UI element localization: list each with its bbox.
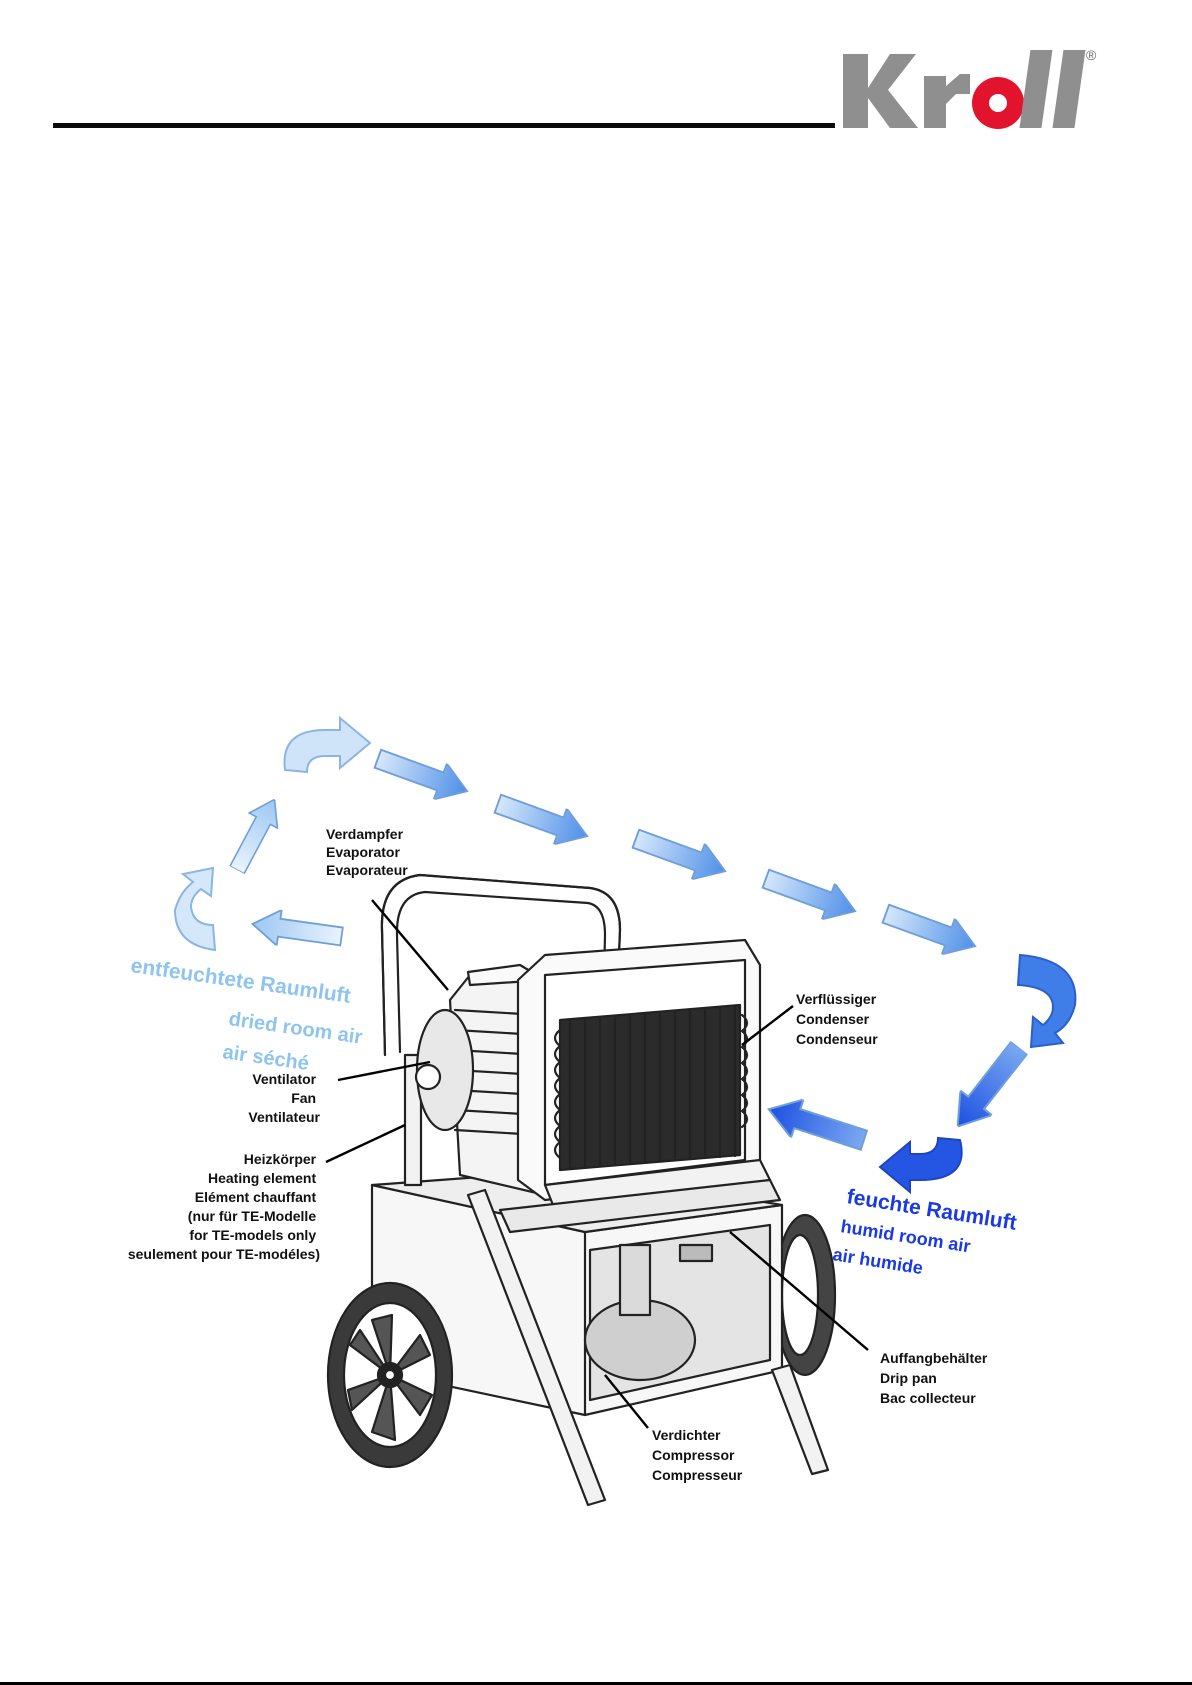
- label-condenser: Verflüssiger Condenser Condenseur: [796, 991, 880, 1047]
- airflow-arrow: [490, 785, 595, 855]
- dehumidifier-machine: [326, 873, 837, 1507]
- footer-rule: [0, 1682, 1192, 1685]
- label-drip-pan: Auffangbehälter Drip pan Bac collecteur: [880, 1350, 991, 1406]
- label-fan: Ventilator Fan Ventilateur: [248, 1071, 320, 1125]
- airflow-arrows: [173, 715, 1077, 1195]
- airflow-arrow: [283, 715, 372, 774]
- airflow-arrow: [1016, 953, 1077, 1049]
- evaporator-leader: [371, 899, 449, 991]
- heating-leader: [325, 1123, 406, 1164]
- leader-lines: [325, 899, 869, 1429]
- registered-mark: ®: [1086, 47, 1097, 63]
- label-compressor: Verdichter Compressor Compresseur: [652, 1427, 743, 1483]
- airflow-arrow: [758, 860, 863, 930]
- kroll-logo: ®: [843, 47, 1097, 129]
- airflow-arrow: [628, 820, 733, 890]
- airflow-arrow: [222, 791, 290, 878]
- compressor-leader: [604, 1374, 649, 1429]
- airflow-arrow: [878, 1136, 963, 1195]
- airflow-arrow: [370, 740, 475, 810]
- caption-dried-en: dried room air: [227, 1008, 363, 1049]
- header-rule: [53, 123, 835, 128]
- caption-dried-de: entfeuchtete Raumluft: [129, 954, 352, 1008]
- airflow-arrow: [878, 895, 983, 965]
- label-evaporator: Verdampfer Evaporator Evaporateur: [326, 826, 408, 878]
- airflow-arrow: [761, 1089, 872, 1160]
- fan-leader: [337, 1060, 431, 1082]
- airflow-arrow: [248, 905, 346, 955]
- drip-pan-leader: [729, 1231, 869, 1351]
- caption-dried-fr: air séché: [221, 1041, 310, 1075]
- condenser-leader: [741, 1005, 794, 1046]
- kroll-logo-letters: [843, 50, 1086, 129]
- caption-humid-fr: air humide: [831, 1244, 924, 1278]
- airflow-arrow: [941, 1035, 1035, 1139]
- airflow-arrow: [173, 866, 217, 952]
- label-heating-element: Heizkörper Heating element Elément chauf…: [128, 1151, 320, 1262]
